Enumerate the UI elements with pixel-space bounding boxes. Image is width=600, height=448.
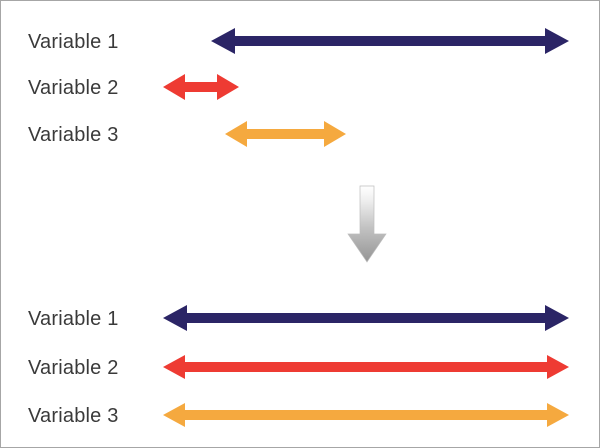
bottom-arrow-variable-1	[163, 305, 569, 331]
top-arrow-variable-3	[225, 121, 346, 147]
transition-arrow-container	[345, 184, 389, 266]
top-arrow-variable-1	[211, 28, 569, 54]
top-label-variable-2: Variable 2	[28, 77, 119, 99]
bottom-label-variable-3: Variable 3	[28, 405, 119, 427]
bottom-arrow-variable-2	[163, 355, 569, 379]
top-label-variable-3: Variable 3	[28, 124, 119, 146]
top-arrow-variable-2	[163, 74, 239, 100]
bottom-arrow-variable-3	[163, 403, 569, 427]
top-label-variable-1: Variable 1	[28, 31, 119, 53]
arrow-down-icon	[347, 185, 387, 263]
bottom-label-variable-2: Variable 2	[28, 357, 119, 379]
bottom-label-variable-1: Variable 1	[28, 308, 119, 330]
